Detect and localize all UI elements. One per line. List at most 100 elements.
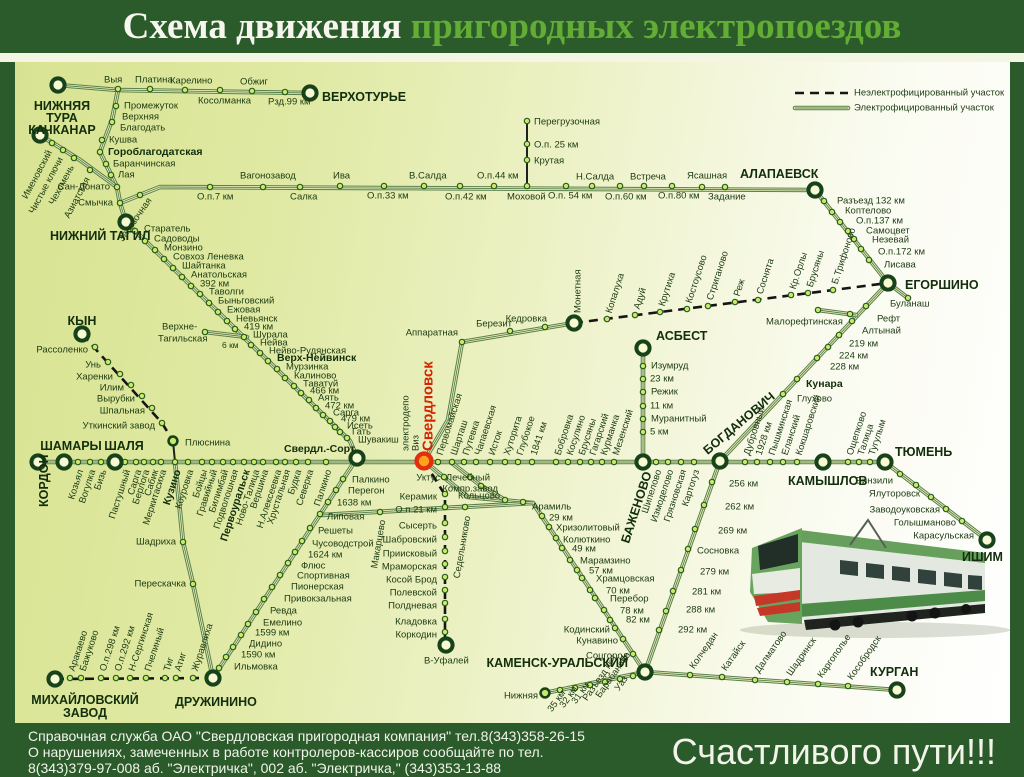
- station-dot: [281, 458, 289, 466]
- station-dot: [339, 475, 347, 483]
- station-dot: [219, 458, 227, 466]
- station-dot: [112, 674, 120, 682]
- station-label: Садоводы: [154, 234, 200, 245]
- city-hub: [636, 663, 654, 681]
- station-dot: [783, 678, 791, 686]
- station-dot: [332, 486, 340, 494]
- station-label: Незевай: [872, 235, 909, 246]
- station-label: Храмцовская: [596, 574, 655, 585]
- station-dot: [441, 560, 449, 568]
- station-dot: [829, 286, 837, 294]
- station-label: Тиг: [162, 655, 177, 672]
- station-label: Задание: [708, 192, 746, 203]
- station-dot: [158, 419, 166, 427]
- station-label: Мурзинка: [286, 362, 329, 373]
- station-label: Шадринск: [784, 635, 819, 678]
- station-dot: [958, 517, 966, 525]
- station-dot: [850, 235, 858, 243]
- station-label: Коптелово: [845, 206, 891, 217]
- station-dot: [184, 458, 192, 466]
- station-label: Самоцвет: [866, 226, 910, 237]
- station-dot: [322, 458, 330, 466]
- station-dot: [336, 182, 344, 190]
- station-label: Плюснина: [185, 438, 231, 449]
- railway-line-electrified: [99, 89, 127, 223]
- station-dot: [102, 160, 110, 168]
- station-dot: [640, 182, 648, 190]
- station-dot: [248, 87, 256, 95]
- station-label: ЕГОРШИНО: [905, 278, 979, 292]
- station-label: Перебор: [610, 594, 649, 605]
- station-dot: [215, 664, 223, 672]
- station-label: Карасульская: [913, 531, 974, 542]
- station-dot: [86, 166, 94, 174]
- station-dot: [136, 191, 144, 199]
- station-dot: [48, 139, 56, 147]
- station-dot: [844, 458, 852, 466]
- station-dot: [273, 365, 281, 373]
- station-dot: [458, 338, 466, 346]
- station-dot: [683, 305, 691, 313]
- station-dot: [259, 458, 267, 466]
- station-dot: [904, 294, 912, 302]
- station-label: НИЖНИЙ ТАГИЛ: [50, 228, 151, 243]
- station-dot: [198, 458, 206, 466]
- station-dot: [639, 402, 647, 410]
- station-dot: [844, 682, 852, 690]
- station-dot: [523, 156, 531, 164]
- station-dot: [639, 375, 647, 383]
- page-title-part1: Схема движения: [122, 6, 402, 47]
- page-title-part2: пригородных электропоездов: [401, 6, 902, 47]
- station-dot: [291, 548, 299, 556]
- station-dot: [264, 357, 272, 365]
- station-label: Палкино: [352, 475, 390, 486]
- station-dot: [600, 606, 608, 614]
- station-label: Далматово: [752, 629, 789, 675]
- station-dot: [820, 197, 828, 205]
- station-dot: [552, 534, 560, 542]
- station-label: ШАМАРЫ: [40, 439, 102, 453]
- station-dot: [70, 154, 78, 162]
- station-dot: [558, 544, 566, 552]
- station-dot: [610, 458, 618, 466]
- station-dot: [229, 458, 237, 466]
- station-label: Разъезд 132 км: [837, 196, 905, 207]
- station-dot: [223, 317, 231, 325]
- station-label: 82 км: [626, 615, 650, 626]
- station-label: 472 км: [325, 401, 354, 412]
- station-label: 11 км: [650, 401, 673, 412]
- station-dot: [189, 580, 197, 588]
- city-hub: [711, 452, 729, 470]
- station-dot: [844, 227, 852, 235]
- railway-line-electrified: [814, 189, 889, 284]
- station-dot: [441, 490, 449, 498]
- city-hub: [806, 181, 824, 199]
- city-hub: [437, 636, 455, 654]
- station-label: В-Уфалей: [424, 656, 469, 667]
- railway-line-electrified: [644, 460, 721, 673]
- station-label: О.п.137 км: [856, 216, 903, 227]
- station-dot: [141, 237, 149, 245]
- footer-line2: О нарушениях, замеченных в работе контро…: [28, 744, 544, 760]
- station-label: Шайтанка: [182, 261, 226, 272]
- station-label: Сосновка: [697, 546, 740, 557]
- station-dot: [216, 86, 224, 94]
- city-hub: [634, 339, 652, 357]
- station-dot: [804, 289, 812, 297]
- station-label: Н.Салда: [576, 172, 615, 183]
- station-dot: [573, 566, 581, 574]
- station-label: Илим: [100, 383, 124, 394]
- station-label: Полдневая: [388, 601, 437, 612]
- station-dot: [187, 282, 195, 290]
- station-dot: [631, 311, 639, 319]
- station-dot: [708, 478, 716, 486]
- station-dot: [98, 136, 106, 144]
- station-label: ИШИМ: [962, 550, 1003, 564]
- station-label: Хризолитовый: [556, 523, 620, 534]
- station-label: Соцгород: [586, 651, 628, 662]
- station-dot: [896, 470, 904, 478]
- station-label: Кодинский: [564, 625, 610, 636]
- railway-line-electrified: [119, 186, 816, 204]
- station-label: Промежуток: [124, 101, 179, 112]
- station-dot: [284, 559, 292, 567]
